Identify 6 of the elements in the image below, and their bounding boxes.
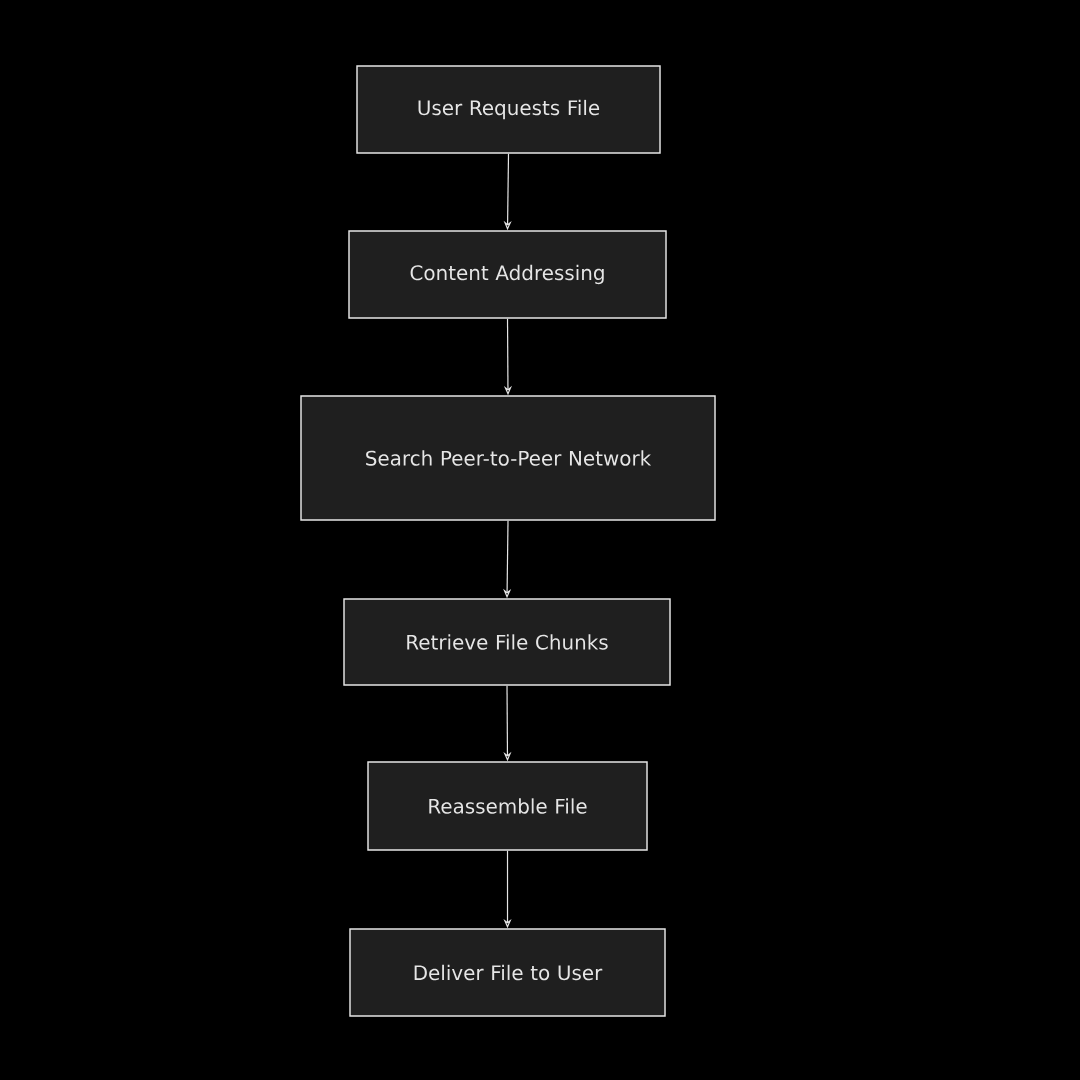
- process-box: User Requests File: [356, 65, 661, 154]
- process-box: Content Addressing: [348, 230, 667, 319]
- process-box: Deliver File to User: [349, 928, 666, 1017]
- process-box: Retrieve File Chunks: [343, 598, 671, 686]
- process-box: Reassemble File: [367, 761, 648, 851]
- process-box: Search Peer-to-Peer Network: [300, 395, 716, 521]
